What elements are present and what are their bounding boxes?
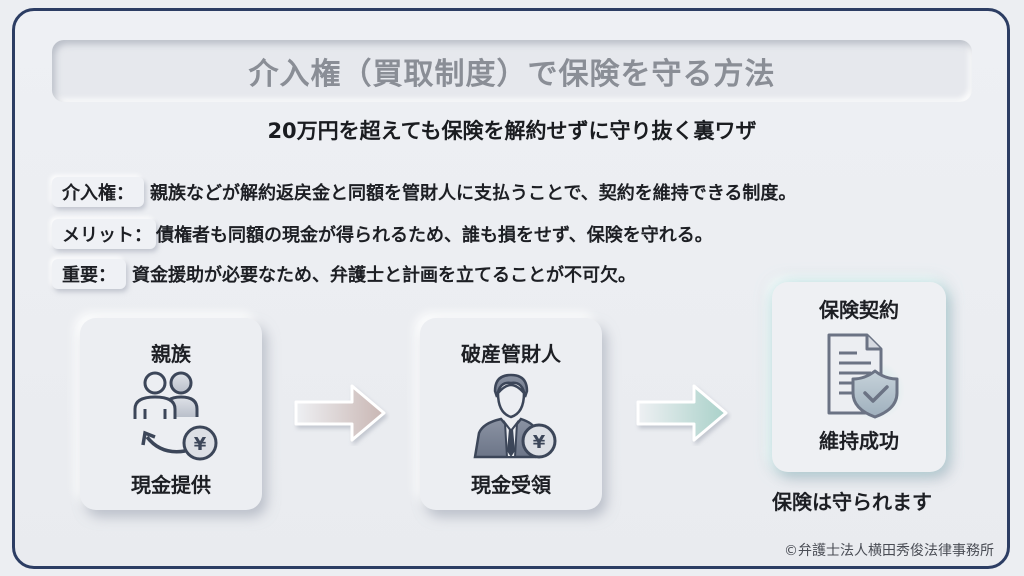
definition-row: 介入権： 親族などが解約返戻金と同額を管財人に支払うことで、契約を維持できる制度… bbox=[52, 177, 796, 207]
card-title: 保険契約 bbox=[819, 298, 899, 322]
definition-text: 債権者も同額の現金が得られるため、誰も損をせず、保険を守れる。 bbox=[156, 225, 713, 246]
flow-card-trustee: 破産管財人 ¥ 現金受領 bbox=[420, 318, 602, 510]
arrow-right-icon bbox=[636, 384, 728, 442]
title-bar: 介入権（買取制度）で保険を守る方法 bbox=[52, 40, 972, 102]
family-yen-icon: ¥ bbox=[133, 371, 218, 461]
definition-label: 重要： bbox=[52, 259, 126, 289]
subtitle: 20万円を超えても保険を解約せずに守り抜く裏ワザ bbox=[267, 119, 757, 143]
flow-card-insurance: 保険契約 維持成功 bbox=[772, 282, 946, 472]
svg-text:¥: ¥ bbox=[533, 432, 546, 453]
definition-text: 親族などが解約返戻金と同額を管財人に支払うことで、契約を維持できる制度。 bbox=[150, 183, 797, 204]
card-title: 破産管財人 bbox=[461, 342, 561, 366]
document-shield-icon bbox=[827, 333, 905, 421]
definition-text: 資金援助が必要なため、弁護士と計画を立てることが不可欠。 bbox=[132, 265, 636, 286]
card-subtitle: 現金受領 bbox=[471, 473, 551, 497]
flow-card-family: 親族 ¥ 現金提供 bbox=[80, 318, 262, 510]
arrow-right-icon bbox=[294, 384, 386, 442]
definition-row: 重要： 資金援助が必要なため、弁護士と計画を立てることが不可欠。 bbox=[52, 259, 636, 289]
trustee-yen-icon: ¥ bbox=[473, 373, 557, 459]
definition-label: メリット： bbox=[52, 219, 156, 249]
result-caption: 保険は守られます bbox=[772, 490, 932, 514]
definition-label: 介入権： bbox=[52, 177, 144, 207]
svg-text:¥: ¥ bbox=[194, 434, 207, 455]
definition-row: メリット： 債権者も同額の現金が得られるため、誰も損をせず、保険を守れる。 bbox=[52, 219, 713, 249]
copyright-text: ©弁護士法人横田秀俊法律事務所 bbox=[784, 543, 994, 559]
card-subtitle: 現金提供 bbox=[131, 473, 211, 497]
page-title: 介入権（買取制度）で保険を守る方法 bbox=[248, 57, 776, 92]
card-subtitle: 維持成功 bbox=[819, 429, 899, 453]
card-title: 親族 bbox=[151, 342, 191, 366]
